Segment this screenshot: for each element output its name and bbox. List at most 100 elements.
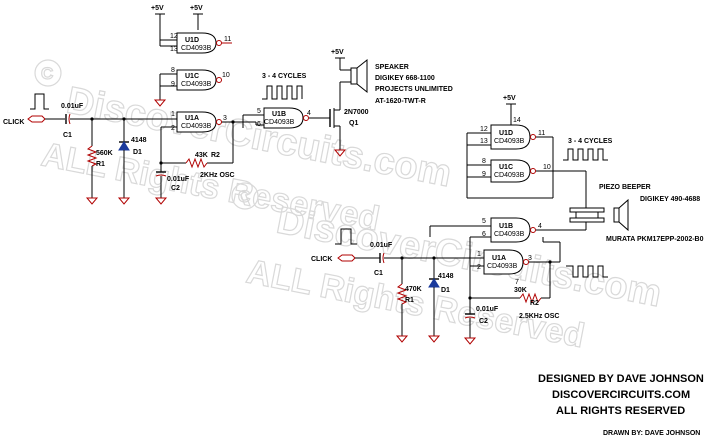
nand-gate-u1b <box>263 107 304 129</box>
beeper-label: PIEZO BEEPER <box>599 184 651 191</box>
svg-text:U1B: U1B <box>272 111 286 118</box>
circuit-2: CLICK 0.01uF C1 470K R1 4148 D1 <box>311 95 704 345</box>
resistor-r2 <box>185 157 208 169</box>
c1-ref-2: C1 <box>374 270 383 277</box>
svg-text:6: 6 <box>257 121 261 128</box>
designed-by: DESIGNED BY DAVE JOHNSON <box>538 373 704 385</box>
r1-ref: R1 <box>96 161 105 168</box>
svg-text:CD4093B: CD4093B <box>264 119 295 126</box>
svg-text:14: 14 <box>513 117 521 124</box>
nand-gate-u1a <box>176 111 217 133</box>
nand-gate-u1b-2 <box>490 217 531 243</box>
ground-icon <box>117 197 131 205</box>
diode-d1 <box>118 141 130 151</box>
svg-text:U1A: U1A <box>492 255 506 262</box>
r1-value: 560K <box>96 150 113 157</box>
svg-text:CD4093B: CD4093B <box>494 231 525 238</box>
svg-text:11: 11 <box>538 130 545 137</box>
input-pulse-icon <box>335 228 357 245</box>
resistor-r1-2 <box>396 283 408 305</box>
d1-value: 4148 <box>131 137 147 144</box>
svg-text:CD4093B: CD4093B <box>181 81 212 88</box>
ground-icon <box>333 149 347 157</box>
burst-waveform-icon <box>563 148 608 161</box>
click-label-1: CLICK <box>3 119 24 126</box>
vcc-label: +5V <box>503 95 516 102</box>
rights-reserved: ALL RIGHTS RESERVED <box>556 405 685 417</box>
svg-text:4: 4 <box>307 110 311 117</box>
input-pulse-icon <box>30 93 49 110</box>
resistor-r1 <box>86 145 98 167</box>
nand-gate-u1c-2 <box>490 159 531 183</box>
nand-gate-u1d-2 <box>490 124 531 150</box>
burst-waveform-icon <box>566 265 608 278</box>
svg-text:7: 7 <box>515 279 519 286</box>
d1-value-2: 4148 <box>438 273 454 280</box>
speaker-source: DIGIKEY 668-1100 <box>375 75 435 82</box>
speaker-icon <box>350 67 358 85</box>
svg-text:10: 10 <box>222 72 230 79</box>
svg-text:CD4093B: CD4093B <box>494 172 525 179</box>
resistor-r2-2 <box>519 292 542 304</box>
r1-value-2: 470K <box>405 286 422 293</box>
svg-text:5: 5 <box>482 218 486 225</box>
svg-text:9: 9 <box>482 171 486 178</box>
svg-text:12: 12 <box>480 126 488 133</box>
ground-icon <box>154 197 168 205</box>
svg-text:3: 3 <box>528 255 532 262</box>
svg-text:12: 12 <box>170 33 178 40</box>
c2-ref-2: C2 <box>479 318 488 325</box>
credits: DESIGNED BY DAVE JOHNSON DISCOVERCIRCUIT… <box>538 373 704 437</box>
svg-text:U1D: U1D <box>499 130 513 137</box>
c1-value: 0.01uF <box>61 103 84 110</box>
c1-value-2: 0.01uF <box>370 242 393 249</box>
d1-ref: D1 <box>133 149 142 156</box>
site-name: DISCOVERCIRCUITS.COM <box>552 389 690 401</box>
drawn-by: DRAWN BY: DAVE JOHNSON <box>603 430 700 437</box>
watermark-copyright-mark-2: C <box>238 187 250 206</box>
c2-value: 0.01uF <box>167 176 190 183</box>
svg-text:13: 13 <box>480 138 488 145</box>
r2-ref: R2 <box>211 152 220 159</box>
svg-text:2: 2 <box>171 125 175 132</box>
beeper-speaker-icon <box>613 207 620 223</box>
d1-ref-2: D1 <box>441 287 450 294</box>
c2-ref: C2 <box>171 185 180 192</box>
vcc-label: +5V <box>190 5 203 12</box>
svg-text:10: 10 <box>543 164 551 171</box>
piezo-beeper-icon <box>569 207 605 213</box>
r2-value-2: 30K <box>514 287 527 294</box>
svg-text:5: 5 <box>257 108 261 115</box>
speaker-vendor: PROJECTS UNLIMITED <box>375 86 453 93</box>
svg-text:U1C: U1C <box>185 73 199 80</box>
svg-text:6: 6 <box>482 231 486 238</box>
svg-text:11: 11 <box>224 36 231 43</box>
ground-icon <box>427 335 441 343</box>
svg-text:U1C: U1C <box>499 164 513 171</box>
osc-label-1: 2KHz OSC <box>200 172 235 179</box>
q1-ref: Q1 <box>349 120 358 127</box>
svg-text:CD4093B: CD4093B <box>181 45 212 52</box>
beeper-source: DIGIKEY 490-4688 <box>640 196 700 203</box>
click-connector-icon <box>337 254 356 262</box>
svg-text:8: 8 <box>171 67 175 74</box>
svg-text:1: 1 <box>171 111 175 118</box>
watermark-copyright-mark: C <box>41 64 53 83</box>
r2-value: 43K <box>195 152 208 159</box>
r2-ref-2: R2 <box>530 300 539 307</box>
speaker-part: AT-1620-TWT-R <box>375 98 426 105</box>
nand-gate-u1d <box>176 32 217 54</box>
svg-text:13: 13 <box>170 46 178 53</box>
svg-text:4: 4 <box>538 223 542 230</box>
cycles-label-1: 3 - 4 CYCLES <box>262 73 307 80</box>
osc-label-2: 2.5KHz OSC <box>519 313 559 320</box>
speaker-label: SPEAKER <box>375 64 409 71</box>
ground-icon <box>395 335 409 343</box>
nand-gate-u1c <box>176 69 217 91</box>
ground-icon <box>153 99 167 107</box>
svg-text:1: 1 <box>477 251 481 258</box>
vcc-label: +5V <box>331 49 344 56</box>
svg-text:CD4093B: CD4093B <box>487 263 518 270</box>
c1-ref: C1 <box>63 132 72 139</box>
